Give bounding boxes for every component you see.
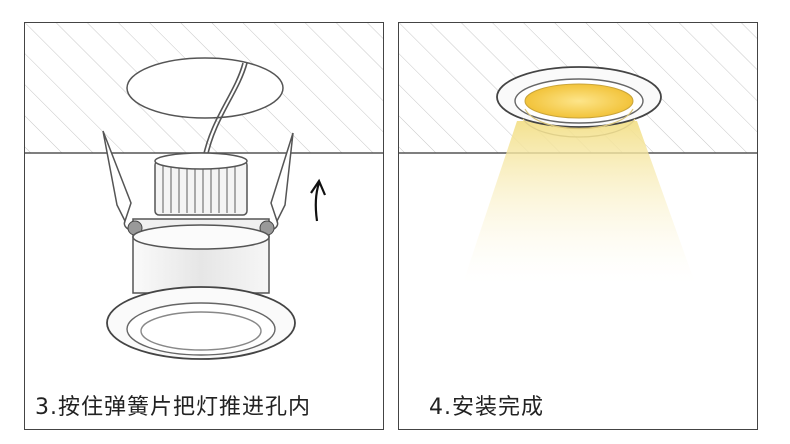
lamp-lens [140, 311, 262, 351]
heatsink-fins [162, 163, 236, 213]
step-4-caption: 4.安装完成 [429, 395, 544, 420]
lit-lens [524, 83, 634, 119]
step-4-panel: 4.安装完成 [398, 22, 758, 430]
power-wire [202, 62, 244, 159]
ceiling-hole [126, 57, 284, 119]
up-arrow-icon [314, 182, 321, 222]
step-3-caption: 3.按住弹簧片把灯推进孔内 [35, 395, 311, 420]
step-3-panel: 3.按住弹簧片把灯推进孔内 [24, 22, 384, 430]
step-3-illustration [25, 23, 383, 360]
light-beam [463, 121, 695, 283]
step-4-illustration [399, 23, 757, 283]
